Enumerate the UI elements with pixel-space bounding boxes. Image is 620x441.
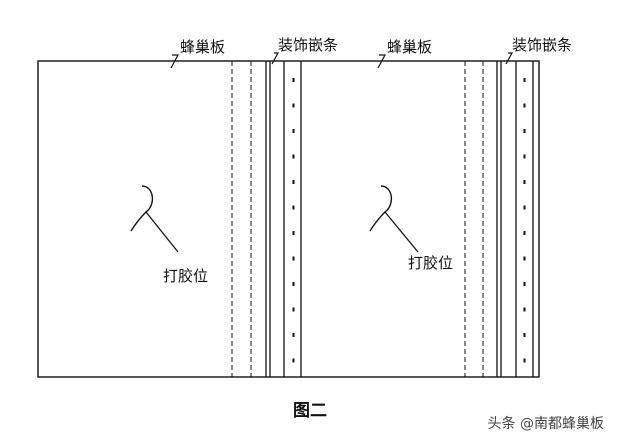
strip-dots bbox=[523, 78, 526, 363]
figure-caption: 图二 bbox=[293, 401, 327, 421]
panel-right: 打胶位 蜂巢板 装饰嵌条 bbox=[369, 36, 572, 377]
glue-point-hook bbox=[130, 185, 153, 232]
strip-dot bbox=[292, 358, 295, 363]
strip-dot bbox=[523, 231, 526, 235]
decorative-strip-label-right: 装饰嵌条 bbox=[512, 36, 572, 54]
watermark-text: 头条 @南都蜂巢板 bbox=[488, 415, 604, 432]
glue-point-leader bbox=[145, 211, 179, 253]
panel-outline bbox=[37, 60, 540, 378]
decorative-strip-label-left: 装饰嵌条 bbox=[278, 36, 338, 54]
strip-dots bbox=[292, 78, 295, 363]
strip-dot bbox=[523, 333, 526, 337]
glue-point-label-right: 打胶位 bbox=[408, 254, 453, 272]
decorative-strip-leader-right bbox=[505, 52, 514, 65]
panel-left: 打胶位 蜂巢板 装饰嵌条 bbox=[130, 36, 338, 377]
glue-point-hook bbox=[369, 185, 392, 232]
strip-dot bbox=[523, 358, 526, 363]
glue-point-leader bbox=[384, 211, 419, 253]
honeycomb-panel-label-left: 蜂巢板 bbox=[180, 38, 225, 56]
strip-dot bbox=[292, 180, 295, 184]
strip-dot bbox=[292, 307, 295, 312]
honeycomb-panel-label-right: 蜂巢板 bbox=[387, 38, 432, 56]
strip-dot bbox=[292, 256, 295, 261]
strip-dot bbox=[292, 282, 295, 286]
strip-dot bbox=[292, 154, 295, 159]
strip-dot bbox=[292, 129, 295, 133]
strip-dot bbox=[292, 103, 295, 108]
honeycomb-panel-leader-right bbox=[377, 54, 387, 69]
glue-point-label-left: 打胶位 bbox=[163, 267, 208, 285]
strip-dot bbox=[292, 333, 295, 337]
strip-dot bbox=[523, 256, 526, 261]
strip-dot bbox=[523, 129, 526, 133]
strip-dot bbox=[523, 154, 526, 159]
decorative-strip-leader-left bbox=[271, 52, 280, 65]
strip-dot bbox=[523, 180, 526, 184]
strip-dot bbox=[292, 205, 295, 210]
strip-dot bbox=[523, 103, 526, 108]
strip-dot bbox=[523, 205, 526, 210]
strip-dot bbox=[292, 231, 295, 235]
strip-dot bbox=[523, 282, 526, 286]
strip-dot bbox=[292, 78, 295, 82]
strip-dot bbox=[523, 78, 526, 82]
strip-dot bbox=[523, 307, 526, 312]
honeycomb-panel-leader-left bbox=[170, 54, 180, 69]
